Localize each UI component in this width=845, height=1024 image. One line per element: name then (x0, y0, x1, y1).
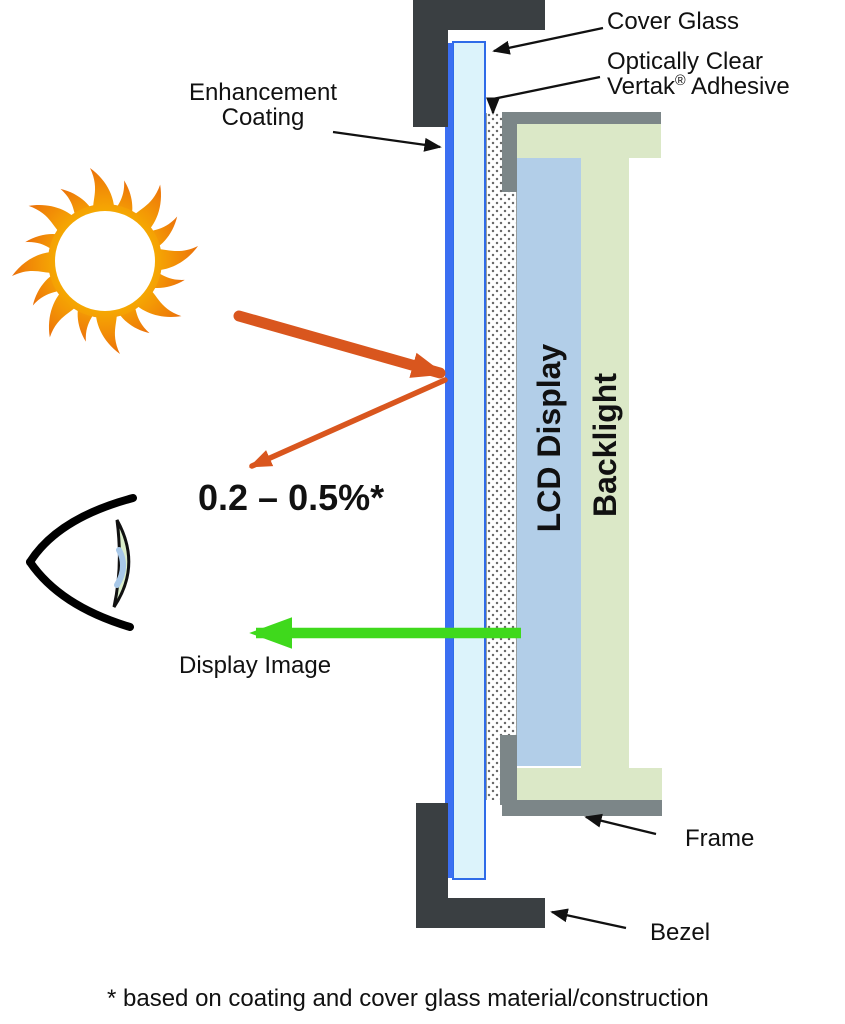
lcd-display-layer (517, 158, 581, 766)
footnote: * based on coating and cover glass mater… (107, 985, 709, 1012)
adhesive-pointer (486, 75, 601, 115)
adhesive-label-line1: Optically Clear (607, 48, 764, 75)
frame-top-leg (502, 112, 517, 192)
frame-pointer (584, 813, 657, 836)
adhesive-label-line2: Vertak® Adhesive (607, 73, 790, 100)
enhancement-coating-pointer (332, 130, 442, 152)
sun-icon (12, 168, 198, 354)
enhancement-coating-label: Enhancement Coating (188, 79, 338, 131)
sunlight-incident-arrow (233, 310, 446, 379)
cover-glass-layer (452, 41, 486, 880)
adhesive-label: Optically Clear Vertak® Adhesive (607, 49, 790, 99)
frame-bottom-leg (500, 735, 517, 805)
lcd-display-label: LCD Display (531, 343, 567, 533)
enhancement-coating-layer (445, 43, 453, 878)
bezel-label: Bezel (650, 919, 711, 946)
eye-icon (26, 494, 137, 631)
bezel-top-vertical (413, 0, 448, 127)
display-image-label: Display Image (179, 652, 332, 679)
cover-glass-label: Cover Glass (607, 8, 740, 35)
registered-mark: ® (675, 73, 686, 89)
cover-glass-pointer (492, 26, 604, 55)
frame-label: Frame (685, 825, 755, 852)
backlight-column (581, 124, 629, 800)
sunlight-reflected-arrow (248, 377, 448, 469)
frame-top-bar (502, 112, 661, 124)
vertak-adhesive-layer (486, 113, 517, 800)
backlight-label: Backlight (587, 372, 623, 518)
bezel-bottom-horizontal (416, 898, 545, 928)
bezel-pointer (550, 908, 627, 930)
reflection-range-label: 0.2 – 0.5%* (198, 477, 385, 518)
frame-bottom-bar (502, 800, 662, 816)
backlight-bottom-tab (517, 768, 662, 800)
